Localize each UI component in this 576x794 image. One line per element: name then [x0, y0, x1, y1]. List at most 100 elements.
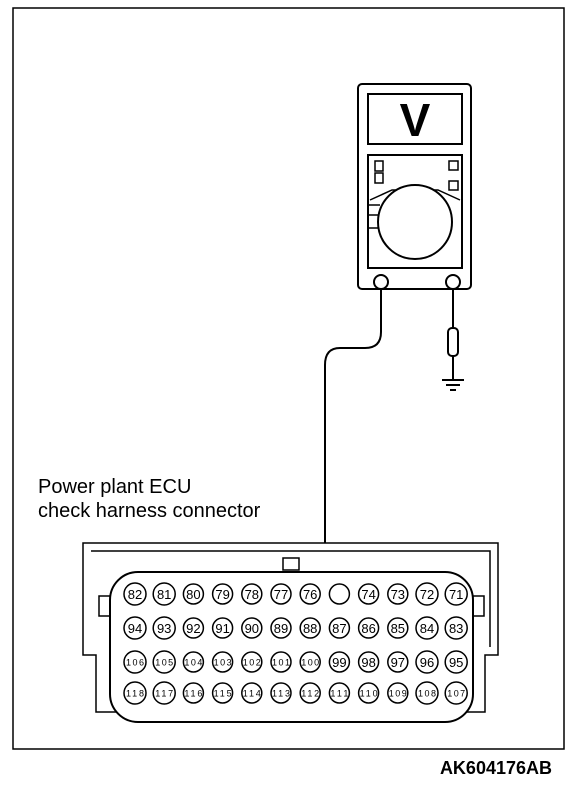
- pin-number: 76: [303, 587, 317, 602]
- pin-circle: [328, 583, 351, 605]
- connector-pin: 96: [415, 650, 439, 674]
- pin-number: 102: [243, 658, 261, 668]
- pin-number: 82: [128, 587, 142, 602]
- figure-code: AK604176AB: [440, 758, 552, 778]
- pin-circle: [357, 617, 380, 639]
- pin-circle: [357, 682, 380, 704]
- pin-number: 97: [391, 655, 405, 670]
- pin-number: 115: [214, 689, 232, 699]
- pin-circle: [211, 651, 234, 673]
- pin-number: 96: [420, 655, 434, 670]
- test-lead-wire: [324, 289, 382, 566]
- connector-label-line2: check harness connector: [38, 500, 261, 522]
- pin-number: 85: [391, 621, 405, 636]
- connector-pin: 79: [211, 583, 234, 605]
- rotary-dial: [377, 184, 453, 260]
- pin-circle: [387, 682, 409, 704]
- pin-number: 80: [186, 587, 200, 602]
- pin-number: 112: [301, 689, 319, 699]
- connector-pin: 85: [387, 617, 409, 639]
- connector-pin: 95: [444, 650, 468, 674]
- connector-pin: 111: [328, 682, 351, 704]
- pin-circle: [241, 583, 263, 605]
- pin-circle: [444, 582, 468, 606]
- pin-circle: [387, 583, 409, 605]
- pin-number: 116: [184, 689, 202, 699]
- connector-pin: 93: [152, 616, 176, 640]
- pin-number: 81: [157, 587, 171, 602]
- connector-pin: 92: [182, 617, 205, 639]
- ground-probe-handle: [447, 327, 459, 357]
- pin-circle: [299, 583, 321, 605]
- connector-pin: 81: [152, 582, 176, 606]
- pin-circle: [241, 682, 263, 704]
- connector-pins: 8281807978777675747372719493929190898887…: [123, 582, 468, 705]
- pin-circle: [270, 617, 292, 639]
- pin-number: 88: [303, 621, 317, 636]
- multimeter: V: [357, 83, 472, 290]
- pin-number: 73: [391, 587, 405, 602]
- connector-pin: 99: [328, 651, 351, 673]
- pin-number: 99: [332, 655, 346, 670]
- connector-pin: 87: [328, 617, 351, 639]
- probe-jack-v: [445, 274, 461, 290]
- pin-circle: [270, 651, 292, 673]
- connector-pin: 77: [270, 583, 292, 605]
- pin-number: 83: [449, 621, 463, 636]
- connector-pin: 75: [328, 583, 351, 605]
- ground-probe: [442, 289, 464, 391]
- pin-circle: [182, 651, 205, 673]
- pin-number: 87: [332, 621, 346, 636]
- pin-number: 113: [272, 689, 290, 699]
- pin-circle: [357, 583, 380, 605]
- pin-circle: [357, 651, 380, 673]
- pin-circle: [123, 681, 147, 705]
- pin-number: 90: [245, 621, 259, 636]
- pin-number: 79: [215, 587, 229, 602]
- connector-pin: 117: [152, 681, 176, 705]
- pin-number: 98: [361, 655, 375, 670]
- diagram-frame: [12, 7, 565, 750]
- connector-pin: 103: [211, 651, 234, 673]
- pin-number: 114: [243, 689, 261, 699]
- mode-button-2: [374, 172, 384, 184]
- pin-circle: [182, 682, 205, 704]
- pin-number: 72: [420, 587, 434, 602]
- pin-circle: [444, 650, 468, 674]
- connector-pin: 104: [182, 651, 205, 673]
- connector-pin: 84: [415, 616, 439, 640]
- connector-pin: 91: [211, 617, 234, 639]
- pin-circle: [211, 617, 234, 639]
- connector-pin: 115: [211, 682, 234, 704]
- pin-number: 77: [274, 587, 288, 602]
- connector-pin: 71: [444, 582, 468, 606]
- pin-number: 91: [215, 621, 229, 636]
- pin-circle: [152, 582, 176, 606]
- pin-circle: [270, 682, 292, 704]
- pin-circle: [270, 583, 292, 605]
- pin-circle: [182, 617, 205, 639]
- connector-pin: 74: [357, 583, 380, 605]
- pin-number: 101: [272, 658, 290, 668]
- connector-pin: 100: [299, 651, 321, 673]
- mode-button-1: [374, 160, 384, 172]
- connector-pin: 109: [387, 682, 409, 704]
- pin-number: 74: [361, 587, 375, 602]
- pin-circle: [241, 651, 263, 673]
- connector-pin: 113: [270, 682, 292, 704]
- pin-circle: [123, 582, 147, 606]
- pin-number: 100: [301, 658, 319, 668]
- pin-circle: [123, 616, 147, 640]
- connector-pin: 80: [182, 583, 205, 605]
- pin-number: 84: [420, 621, 434, 636]
- connector-pin: 88: [299, 617, 321, 639]
- meter-display-value: V: [400, 94, 431, 146]
- connector-face: [109, 571, 474, 723]
- connector-pin: 94: [123, 616, 147, 640]
- connector-pin: 72: [415, 582, 439, 606]
- connector-key: [282, 557, 300, 571]
- pin-circle: [415, 650, 439, 674]
- pin-number: 71: [449, 587, 463, 602]
- pin-circle: [415, 616, 439, 640]
- multimeter-display: [367, 93, 463, 145]
